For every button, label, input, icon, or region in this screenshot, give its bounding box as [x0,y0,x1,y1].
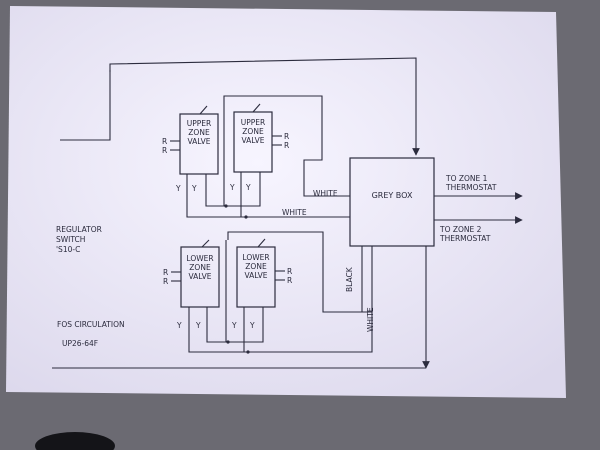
pump-model-label: UP26-64F [62,339,98,348]
valve-label-line: ZONE [189,263,211,272]
valve-label-line: LOWER [242,253,269,262]
upper-valve-left: UPPER ZONE VALVE R R [162,105,219,182]
zone2-label: TO ZONE 2 [439,225,482,234]
terminal-r: R [284,141,289,150]
terminal-r: R [163,268,168,277]
wire-label-white: WHITE [313,189,338,198]
valve-label-line: ZONE [188,128,210,137]
lower-loop-wires [52,246,430,369]
terminal-y: Y [245,183,251,192]
grey-box [349,157,435,247]
circulation-label: FOS CIRCULATION [57,320,125,329]
valve-label-line: VALVE [244,271,267,280]
valve-label-line: VALVE [241,136,264,145]
terminal-y: Y [231,321,237,330]
valve-label-line: VALVE [187,137,210,146]
wire-label-white: WHITE [282,208,307,217]
terminal-y: Y [195,321,201,330]
zone1-label: TO ZONE 1 [445,174,488,183]
terminal-y: Y [191,184,197,193]
upper-wiring [186,95,350,219]
lower-valve-left: LOWER ZONE VALVE R R [163,239,220,318]
terminal-y: Y [176,321,182,330]
terminal-r: R [162,146,167,155]
lower-valve-right: LOWER ZONE VALVE R R [236,238,292,318]
terminal-y: Y [229,183,235,192]
zone2-label: THERMOSTAT [439,234,491,243]
regulator-label: SWITCH [56,235,85,244]
valve-label-line: VALVE [188,272,211,281]
upper-valve-right: UPPER ZONE VALVE R R [233,103,289,180]
valve-label-line: UPPER [241,118,266,127]
valve-label-line: LOWER [186,254,213,263]
terminal-y: Y [249,321,255,330]
valve-label-line: ZONE [245,262,267,271]
lower-wiring [188,231,373,354]
wire-label-black: BLACK [345,266,354,292]
terminal-r: R [162,137,167,146]
terminal-r: R [163,277,168,286]
dark-object [35,432,115,450]
regulator-label: REGULATOR [56,225,102,234]
upper-loop-wires [60,57,420,156]
grey-box-label: GREY BOX [372,191,413,200]
thermostat-outputs [434,192,523,224]
terminal-r: R [284,132,289,141]
valve-label-line: ZONE [242,127,264,136]
terminal-r: R [287,276,292,285]
wire-label-white: WHITE [366,307,375,332]
terminal-y: Y [175,184,181,193]
valve-label-line: UPPER [187,119,212,128]
regulator-label: 'S10-C [56,245,80,254]
zone1-label: THERMOSTAT [445,183,497,192]
terminal-r: R [287,267,292,276]
